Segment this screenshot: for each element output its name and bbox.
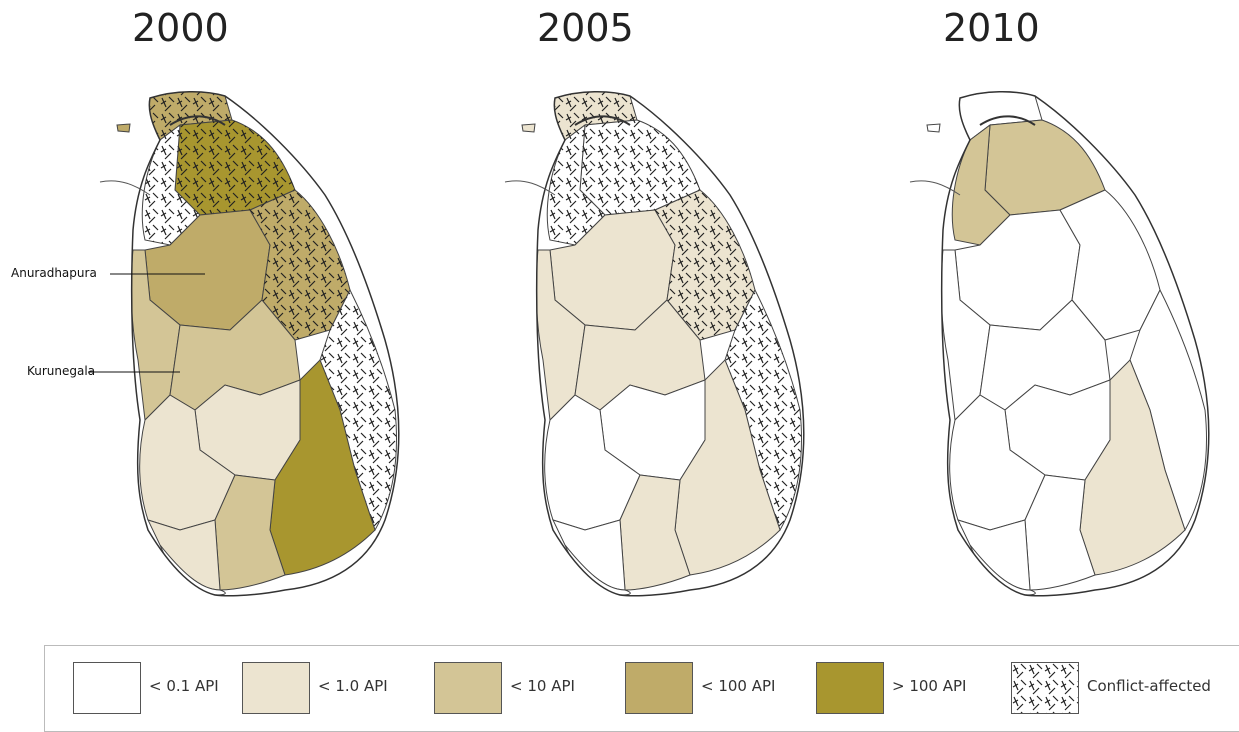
conflict-hatch-east-coast (655, 190, 755, 340)
year-title-2005: 2005 (537, 6, 634, 50)
legend-label-4: > 100 API (892, 677, 967, 695)
label-anuradhapura: Anuradhapura (11, 266, 97, 280)
conflict-hatch-east-coast (250, 190, 350, 340)
lagoon-line (574, 115, 631, 126)
legend-label-3: < 100 API (701, 677, 776, 695)
islet-shape (116, 123, 131, 133)
district-east (1129, 288, 1207, 532)
islet-shape (521, 123, 536, 133)
lagoon-line (169, 115, 226, 126)
district-southwest (544, 394, 641, 531)
lagoon-line (979, 115, 1036, 126)
island-outline (940, 90, 1210, 597)
legend-swatch-conflict (1011, 662, 1079, 714)
legend-swatch-2 (434, 662, 502, 714)
conflict-hatch-northwest-coast (547, 125, 605, 245)
district-far-south (552, 519, 626, 591)
legend: < 0.1 API < 1.0 API < 10 API < 100 API >… (44, 645, 1239, 732)
map-2010 (909, 90, 1210, 597)
legend-label-1: < 1.0 API (318, 677, 388, 695)
conflict-hatch-east (725, 290, 802, 530)
year-title-2000: 2000 (132, 6, 229, 50)
district-far-south (957, 519, 1031, 591)
year-title-2010: 2010 (943, 6, 1040, 50)
map-2005 (504, 90, 805, 597)
legend-swatch-4 (816, 662, 884, 714)
legend-swatch-1 (242, 662, 310, 714)
legend-label-5: Conflict-affected (1087, 677, 1211, 695)
district-far-south (147, 519, 221, 591)
legend-label-0: < 0.1 API (149, 677, 219, 695)
district-southwest (139, 394, 236, 531)
district-southwest (949, 394, 1046, 531)
mannar-line (504, 180, 556, 196)
district-east-coast (1059, 189, 1161, 341)
mannar-line (909, 180, 961, 196)
map-2000 (99, 90, 400, 597)
conflict-hatch-north (580, 120, 700, 215)
legend-swatch-0 (73, 662, 141, 714)
label-kurunegala: Kurunegala (27, 364, 96, 378)
maps-svg (88, 90, 1210, 597)
legend-label-2: < 10 API (510, 677, 575, 695)
islet-shape (926, 123, 941, 133)
island-outline (130, 90, 400, 597)
island-outline (535, 90, 805, 597)
conflict-hatch-north (175, 120, 295, 215)
conflict-hatch-northwest-coast (142, 125, 200, 245)
legend-swatch-3 (625, 662, 693, 714)
mannar-line (99, 180, 151, 196)
conflict-hatch-east (320, 290, 397, 530)
